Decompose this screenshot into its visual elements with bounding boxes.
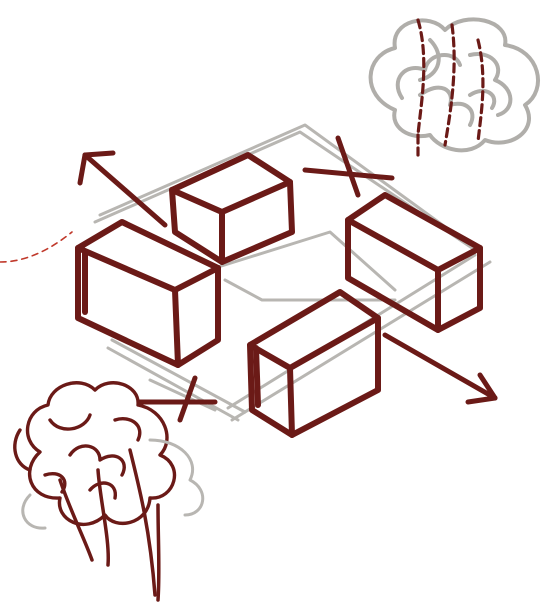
- direction-arrow-icon: [80, 153, 165, 225]
- direction-arrow-icon: [385, 335, 495, 402]
- tree-foliage-grey: [23, 440, 203, 528]
- cross-mark-icon: [140, 378, 215, 420]
- building-block-front: [250, 292, 378, 435]
- building-block-top: [172, 155, 292, 262]
- dashed-site-boundary-arc: [0, 232, 72, 262]
- tree-trunk-bottom: [60, 450, 159, 600]
